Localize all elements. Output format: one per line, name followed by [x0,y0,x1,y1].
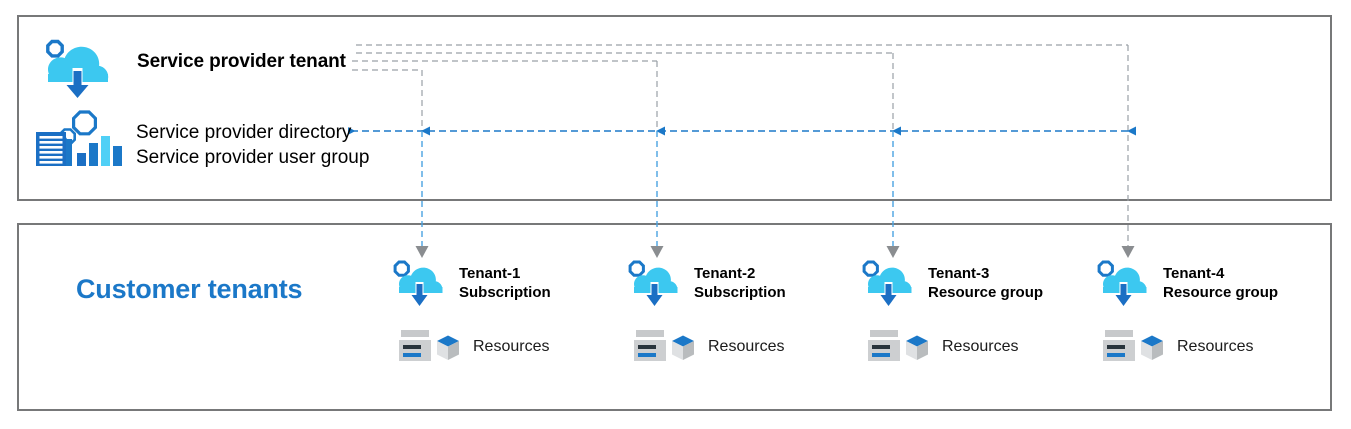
resources-label: Resources [473,338,550,355]
tenant-scope: Subscription [694,284,786,301]
tenant-title-block: Tenant-2 Subscription [694,264,786,302]
tenant-scope: Resource group [928,284,1044,301]
service-provider-user-group-label: Service provider user group [136,147,370,168]
tenant-header: Tenant-1 Subscription [389,258,551,308]
tenant-column-1: Tenant-1 Subscription Resources [389,258,619,378]
resources-server-cube-icon [399,330,459,361]
cloud-download-gear-icon [36,38,112,105]
tenant-header: Tenant-4 Resource group [1093,258,1278,308]
resources-server-cube-icon [634,330,694,361]
tenant-header: Tenant-3 Resource group [858,258,1043,308]
tenant-name: Tenant-1 [459,264,521,282]
tenant-resources-row: Resources [632,328,784,366]
cloud-download-gear-icon [389,258,451,308]
tenant-resources-row: Resources [1101,328,1253,366]
tenant-scope: Subscription [459,284,551,301]
cloud-download-gear-icon [858,258,920,308]
customer-tenants-panel [17,223,1332,411]
resources-server-cube-icon [1103,330,1163,361]
tenant-column-2: Tenant-2 Subscription Resources [624,258,854,378]
cloud-download-gear-icon [624,258,686,308]
tenant-name: Tenant-2 [694,264,756,282]
resources-server-cube-icon [868,330,928,361]
tenant-column-4: Tenant-4 Resource group Resources [1093,258,1323,378]
tenant-header: Tenant-2 Subscription [624,258,786,308]
tenant-resources-row: Resources [397,328,549,366]
cloud-download-gear-icon [1093,258,1155,308]
tenant-resources-row: Resources [866,328,1018,366]
tenant-name: Tenant-3 [928,264,990,282]
resources-label: Resources [708,338,785,355]
tenant-title-block: Tenant-1 Subscription [459,264,551,302]
tenant-scope: Resource group [1163,284,1279,301]
customer-tenants-title: Customer tenants [76,274,303,304]
tenant-title-block: Tenant-3 Resource group [928,264,1043,302]
resources-label: Resources [1177,338,1254,355]
resources-label: Resources [942,338,1019,355]
service-provider-tenant-title: Service provider tenant [137,51,346,72]
tenant-title-block: Tenant-4 Resource group [1163,264,1278,302]
directory-report-icon [34,108,130,175]
tenant-column-3: Tenant-3 Resource group Resources [858,258,1088,378]
tenant-name: Tenant-4 [1163,264,1225,282]
service-provider-tenant-panel [17,15,1332,201]
service-provider-directory-label: Service provider directory [136,122,352,143]
